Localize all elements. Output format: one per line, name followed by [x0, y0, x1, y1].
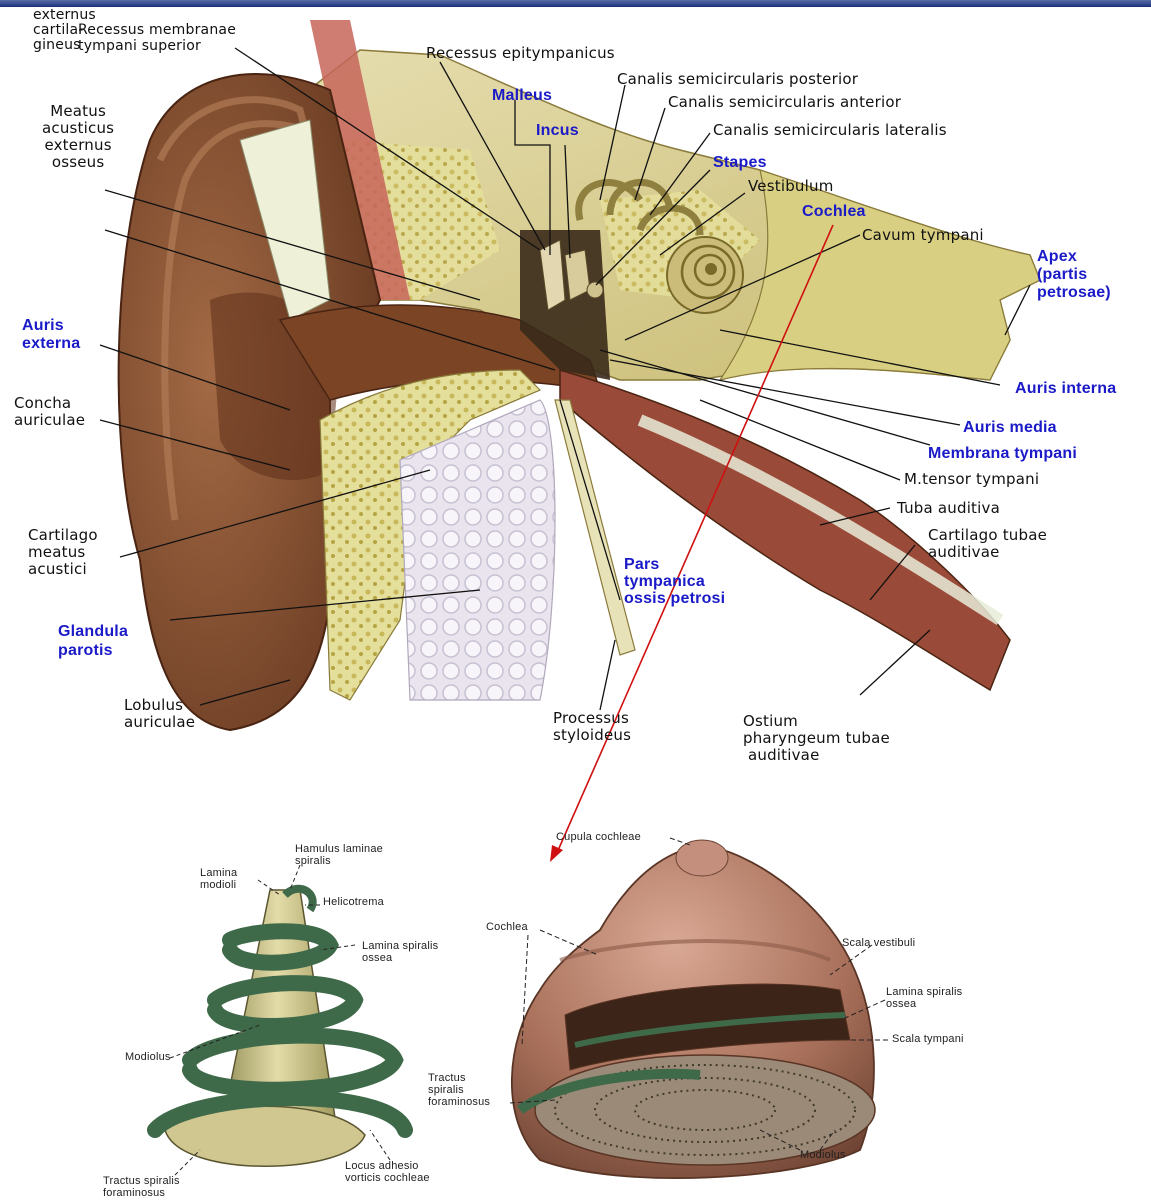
- label-incus: Incus: [536, 122, 579, 139]
- label-malleus: Malleus: [492, 87, 552, 104]
- label-cupula-cochleae: Cupula cochleae: [556, 831, 641, 843]
- label-cartilago-tubae-auditivae: Cartilago tubae auditivae: [928, 527, 1047, 561]
- label-tractus-spiralis-left: Tractus spiralis foraminosus: [103, 1175, 180, 1199]
- label-processus-styloideus: Processus styloideus: [553, 710, 631, 744]
- label-hamulus: Hamulus laminae spiralis: [295, 843, 383, 867]
- label-recessus-epitympanicus: Recessus epitympanicus: [426, 45, 615, 62]
- label-vestibulum: Vestibulum: [748, 178, 834, 195]
- label-canalis-anterior: Canalis semicircularis anterior: [668, 94, 901, 111]
- label-lobulus-auriculae: Lobulus auriculae: [124, 697, 195, 731]
- label-canalis-posterior: Canalis semicircularis posterior: [617, 71, 858, 88]
- label-helicotrema: Helicotrema: [323, 896, 384, 908]
- label-lamina-spiralis-ossea-right: Lamina spiralis ossea: [886, 986, 962, 1010]
- label-stapes: Stapes: [713, 154, 767, 171]
- label-pars-tympanica: Pars tympanica ossis petrosi: [624, 556, 725, 607]
- label-concha-auriculae: Concha auriculae: [14, 395, 85, 429]
- label-recessus-membranae: Recessus membranae tympani superior: [78, 22, 236, 54]
- label-lamina-spiralis-ossea-left: Lamina spiralis ossea: [362, 940, 438, 964]
- label-tractus-spiralis-right: Tractus spiralis foraminosus: [428, 1072, 490, 1108]
- label-scala-vestibuli: Scala vestibuli: [842, 937, 915, 949]
- modiolus-spiral-drawing: [155, 889, 405, 1166]
- cochlea-in-section: [667, 237, 743, 313]
- label-cochlea-small: Cochlea: [486, 921, 528, 933]
- label-locus-adhesio: Locus adhesio vorticis cochleae: [345, 1160, 430, 1184]
- cupula: [676, 840, 728, 876]
- label-modiolus-left: Modiolus: [125, 1051, 171, 1063]
- label-meatus-acusticus-externus-osseus: Meatus acusticus externus osseus: [42, 103, 114, 171]
- label-modiolus-right: Modiolus: [800, 1149, 846, 1161]
- label-canalis-lateralis: Canalis semicircularis lateralis: [713, 122, 947, 139]
- label-membrana-tympani: Membrana tympani: [928, 445, 1077, 462]
- label-cochlea: Cochlea: [802, 203, 866, 220]
- label-lamina-modioli: Lamina modioli: [200, 867, 237, 891]
- label-m-tensor-tympani: M.tensor tympani: [904, 471, 1039, 488]
- label-cartilago-meatus-acustici: Cartilago meatus acustici: [28, 527, 98, 578]
- label-scala-tympani: Scala tympani: [892, 1033, 964, 1045]
- label-auris-media: Auris media: [963, 419, 1057, 436]
- label-auris-interna: Auris interna: [1015, 380, 1116, 397]
- label-tuba-auditiva: Tuba auditiva: [897, 500, 1000, 517]
- label-auris-externa: Auris externa: [22, 317, 80, 353]
- label-glandula-parotis: Glandula parotis: [58, 622, 128, 660]
- label-ostium-pharyngeum: Ostium pharyngeum tubae auditivae: [743, 713, 890, 764]
- petrous-apex: [720, 170, 1040, 380]
- cochlea-shell-drawing: [512, 840, 875, 1178]
- label-apex-partis-petrosae: Apex (partis petrosae): [1037, 248, 1111, 302]
- label-cavum-tympani: Cavum tympani: [862, 227, 984, 244]
